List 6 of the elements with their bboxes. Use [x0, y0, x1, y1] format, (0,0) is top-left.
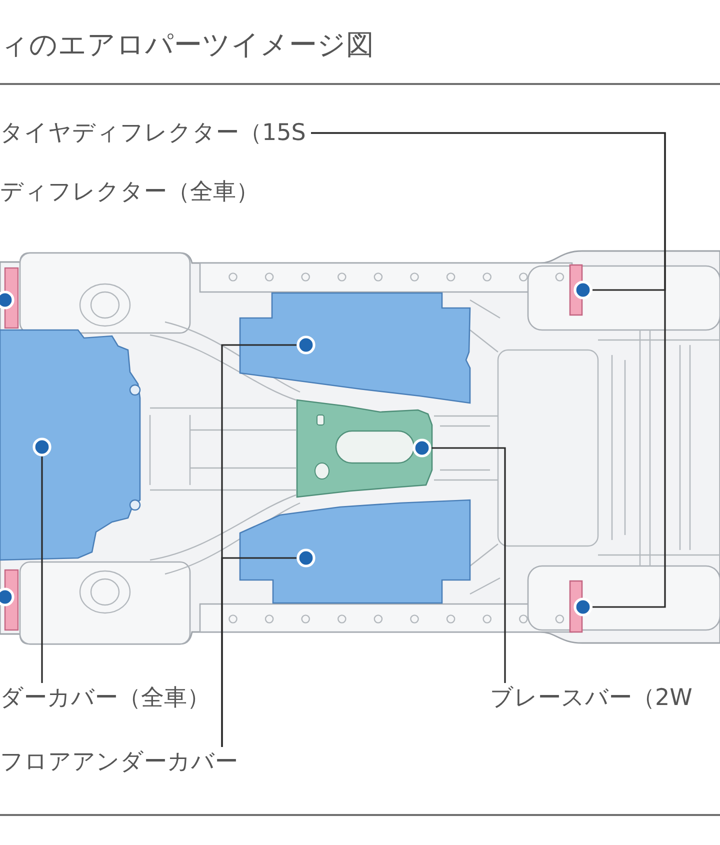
callout-label: ブレースバー（2W — [490, 684, 692, 712]
callout-label: タイヤディフレクター（15S — [0, 119, 306, 147]
callout-label: フロアアンダーカバー — [0, 748, 238, 776]
callout-label: ディフレクター（全車） — [0, 178, 259, 206]
callout-label: ダーカバー（全車） — [0, 684, 210, 712]
title: ィのエアロパーツイメージ図 — [0, 29, 374, 61]
